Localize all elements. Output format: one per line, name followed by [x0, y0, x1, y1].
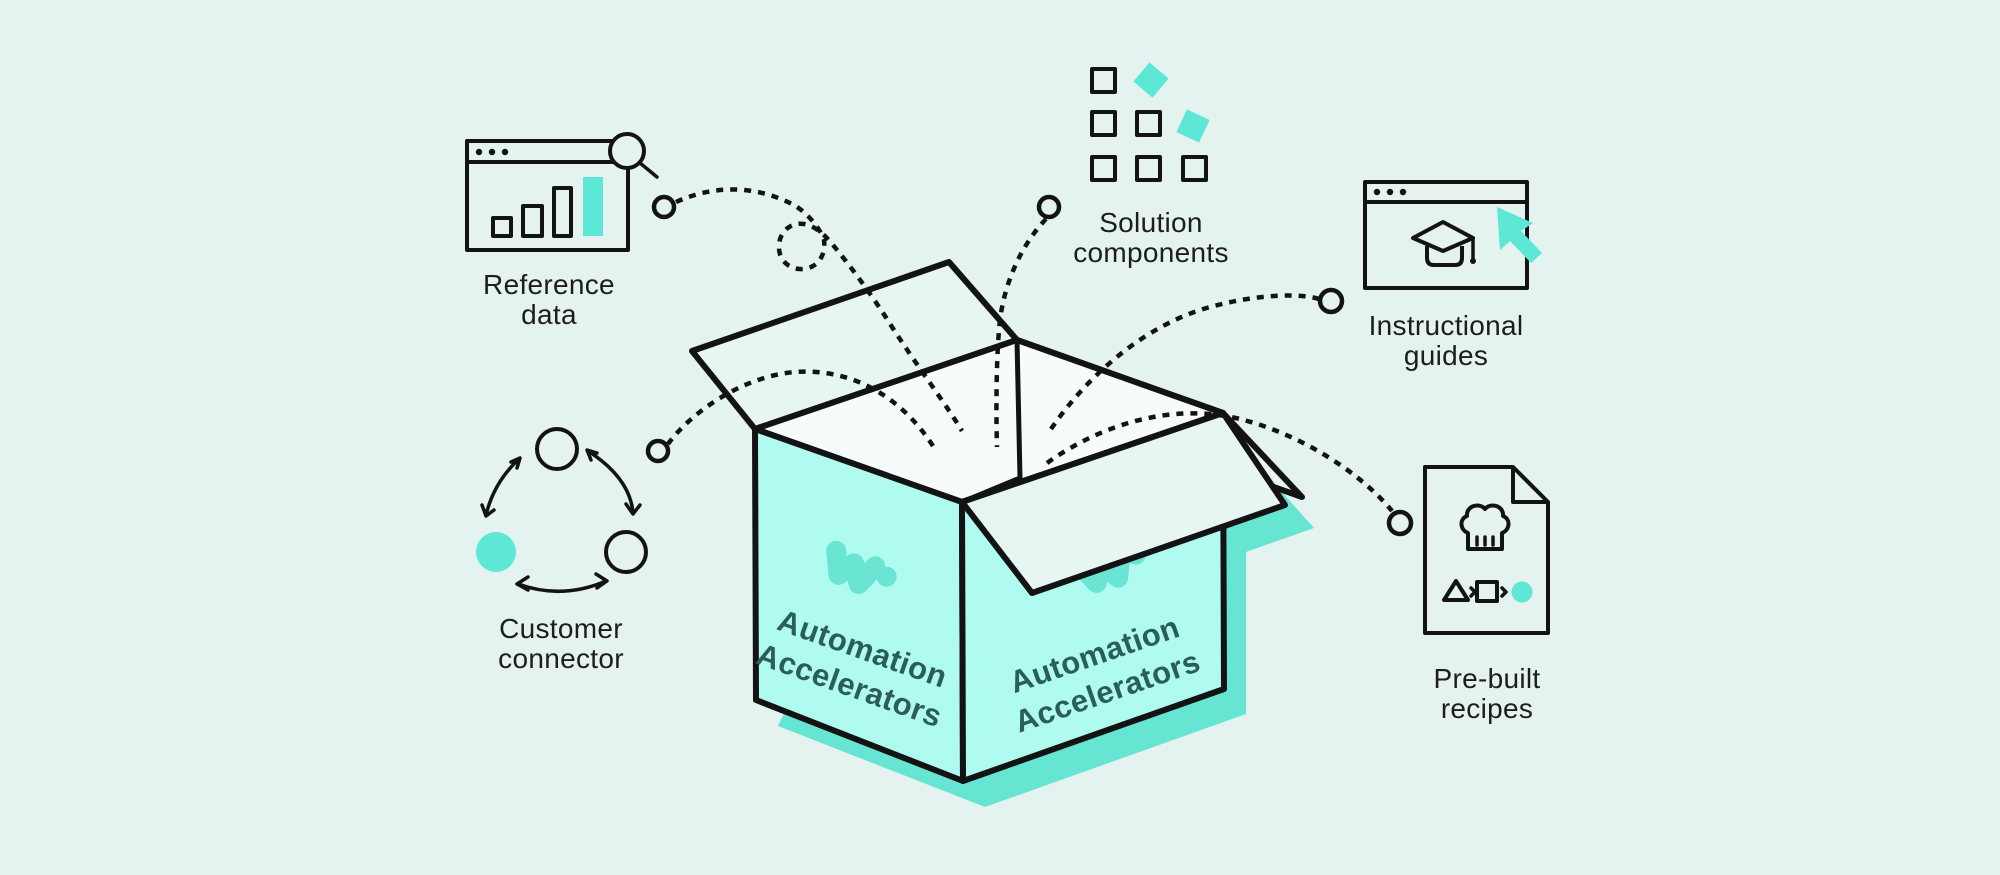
connector-circle-top [535, 427, 579, 471]
label-prebuilt-recipes: Pre-built recipes [1433, 663, 1541, 725]
box-front-flap [959, 410, 1288, 596]
trajectory-node-customer [645, 438, 671, 464]
label-reference-data: Reference data [483, 269, 615, 331]
trajectory-instructional-guides [1049, 293, 1320, 431]
trajectory-reference-data-loop [675, 187, 964, 433]
trajectory-node-prebuilt [1386, 509, 1414, 537]
accent-dot-shape [1511, 581, 1533, 603]
browser-window [465, 139, 630, 252]
graduation-cap-icon [1411, 220, 1476, 267]
chef-hat-icon [1459, 503, 1511, 551]
accelerator-box [689, 259, 1314, 807]
trajectories [645, 187, 1414, 537]
trajectory-customer-connector [666, 369, 935, 448]
customer-connector-icon [476, 427, 648, 593]
accent-square-1 [1133, 62, 1169, 98]
instructional-guides-icon [1363, 180, 1542, 290]
bar-chart-icon [491, 177, 603, 238]
trajectory-node-reference [651, 194, 677, 220]
solution-components-icon [1090, 62, 1210, 182]
magnifier-icon [608, 132, 659, 179]
connector-circle-right [604, 530, 648, 574]
trajectory-node-instructional [1317, 287, 1345, 315]
triangle-shape [1442, 579, 1470, 602]
browser-header-dots [1373, 188, 1407, 196]
browser-window [1363, 180, 1529, 290]
bar-chart-accent-bar [583, 177, 603, 236]
trajectory-prebuilt-recipes [1045, 411, 1394, 513]
browser-header-dots [475, 148, 509, 156]
connector-circle-accent [476, 532, 516, 572]
square-shape [1475, 580, 1499, 603]
prebuilt-recipes-icon [1423, 465, 1550, 635]
label-instructional-guides: Instructional guides [1368, 310, 1524, 372]
cursor-icon [1497, 207, 1542, 263]
workato-logo-left-face [826, 540, 897, 594]
label-customer-connector: Customer connector [498, 613, 624, 675]
document-folded-corner [1511, 467, 1548, 504]
chevron-icon [1500, 586, 1508, 598]
trajectory-solution-components [994, 217, 1048, 448]
connector-sync-arrows [480, 448, 642, 593]
recipe-steps-row [1442, 579, 1533, 603]
label-solution-components: Solution components [1073, 207, 1229, 269]
trajectory-node-solution [1036, 194, 1062, 220]
accent-square-2 [1176, 109, 1210, 143]
reference-data-icon [465, 132, 659, 252]
